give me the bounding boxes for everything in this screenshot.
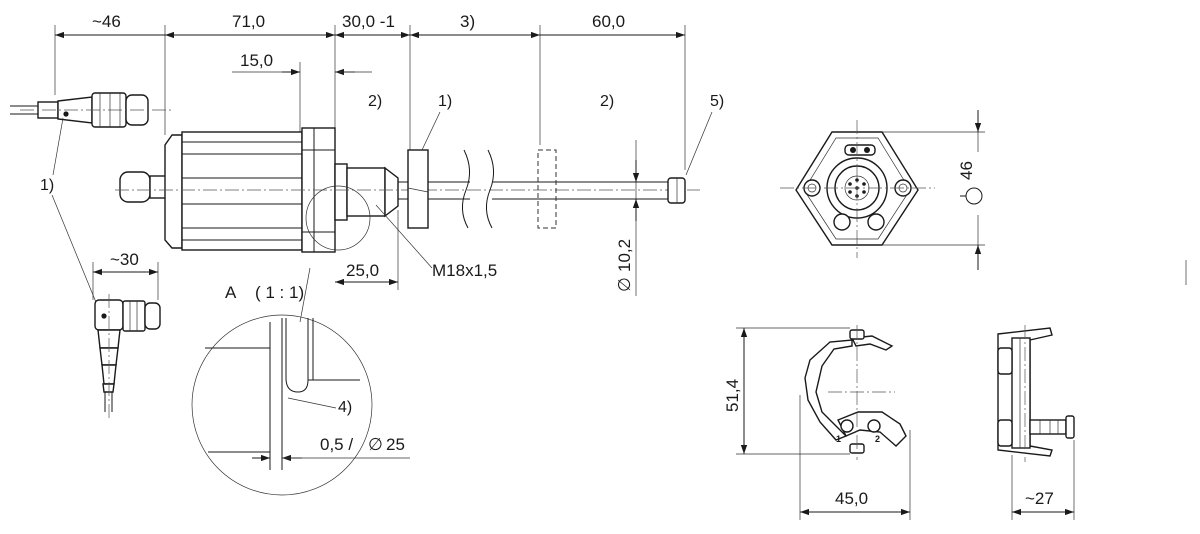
- dim-wrench-size: 46: [957, 161, 976, 180]
- wrench-size-dimension: [882, 110, 985, 270]
- dim-chamfer-diameter: 25: [386, 435, 405, 454]
- angled-cable-connector: [94, 294, 161, 420]
- detail-a-marker: [305, 185, 371, 251]
- position-magnet: [407, 149, 429, 229]
- hex-end-view: [780, 120, 935, 258]
- clip-depth-dimension: [1011, 440, 1075, 520]
- dim-thread-length: 25,0: [346, 261, 379, 280]
- top-dimension-chain: [54, 25, 686, 170]
- dim-rod-diameter: 10,2: [615, 239, 634, 272]
- note-5: 5): [710, 93, 724, 110]
- dim-dead-zone: 30,0 -1: [342, 12, 395, 31]
- note-connector: 1): [40, 177, 54, 194]
- angled-length-dimension: [92, 262, 159, 300]
- detail-label: A: [225, 283, 237, 302]
- dim-chamfer: 0,5 /: [320, 435, 353, 454]
- rod-diameter-symbol: ∅: [615, 277, 634, 292]
- dim-clip-width: 45,0: [835, 489, 868, 508]
- dim-angled-length: ~30: [110, 250, 139, 269]
- thread-length-dimension: [335, 210, 399, 290]
- float-outline: [537, 149, 557, 229]
- detail-a-view: [191, 267, 373, 496]
- clip-height-dimension: [736, 327, 850, 455]
- chamfer-symbol: ∅: [368, 435, 383, 454]
- thread-spec: M18x1,5: [432, 261, 497, 280]
- mounting-clip-front: [804, 325, 907, 460]
- pin-label-1: 1: [836, 434, 841, 444]
- dim-clip-height: 51,4: [723, 379, 742, 412]
- mounting-clip-side: [997, 325, 1075, 462]
- dim-cable-length: ~46: [92, 12, 121, 31]
- note-magnet: 1): [438, 93, 452, 110]
- clip-width-dimension: [799, 395, 911, 520]
- dim-housing-length: 71,0: [232, 12, 265, 31]
- detail-scale: ( 1 : 1): [255, 283, 304, 302]
- note-2-right: 2): [600, 93, 614, 110]
- dim-flange-offset: 15,0: [240, 51, 273, 70]
- flange-offset-dimension: [232, 62, 372, 135]
- dim-rod-end: 60,0: [592, 12, 625, 31]
- straight-cable-connector: [10, 92, 172, 128]
- note-2-left: 2): [368, 93, 382, 110]
- pin-label-2: 2: [875, 434, 880, 444]
- sensor-housing: [115, 127, 700, 253]
- note-4: 4): [338, 399, 352, 416]
- dim-clip-depth: ~27: [1025, 489, 1054, 508]
- dim-stroke-note: 3): [460, 12, 475, 31]
- measuring-rod: [398, 149, 686, 229]
